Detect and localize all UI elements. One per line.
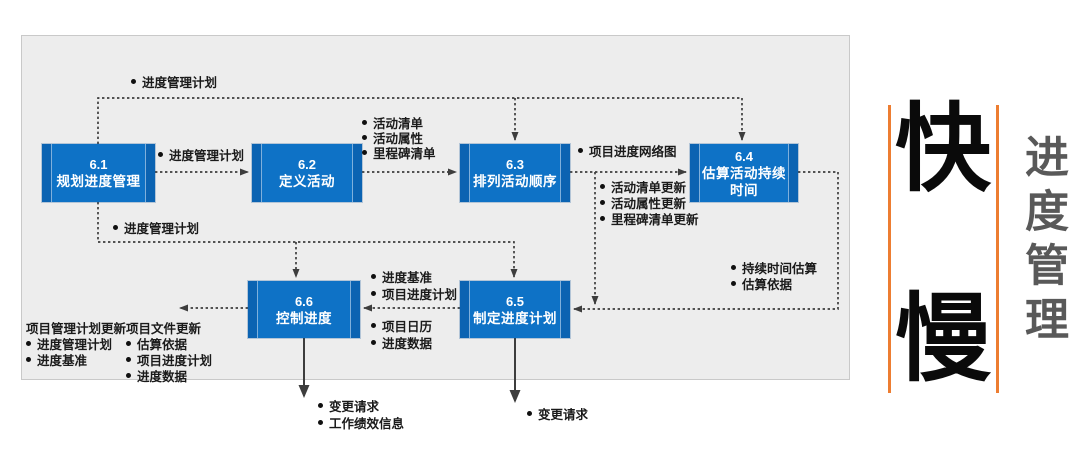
label-heading: 项目文件更新	[126, 321, 202, 336]
vertical-section-title: 进度管理	[1018, 134, 1067, 350]
process-box-develop-schedule: 6.5 制定进度计划	[460, 281, 570, 338]
process-box-define-activities: 6.2 定义活动	[252, 144, 362, 202]
box-left-band	[690, 144, 700, 202]
fast-character: 快	[895, 96, 991, 203]
process-title: 制定进度计划	[473, 310, 557, 326]
box-right-band	[352, 144, 362, 202]
box-right-band	[560, 144, 570, 202]
process-number: 6.6	[294, 293, 314, 309]
label-schedule-to-control-top: 进度基准 项目进度计划	[371, 268, 457, 302]
process-title: 定义活动	[279, 174, 335, 189]
label-plan-output-lower: 进度管理计划	[113, 220, 199, 236]
label-control-outputs: 变更请求 工作绩效信息	[318, 397, 404, 431]
label-define-outputs: 活动清单 活动属性 里程碑清单	[362, 115, 436, 161]
box-left-band	[460, 281, 470, 338]
box-right-band	[560, 281, 570, 338]
process-number: 6.3	[505, 157, 525, 172]
box-left-band	[252, 144, 262, 202]
process-number: 6.1	[89, 157, 108, 172]
label-plan-output-top: 进度管理计划	[131, 74, 217, 90]
process-title: 控制进度	[276, 310, 332, 326]
label-heading: 项目管理计划更新	[26, 321, 127, 336]
label-sequence-updates: 活动清单更新 活动属性更新 里程碑清单更新	[600, 178, 699, 227]
process-box-plan-schedule-management: 6.1 规划进度管理	[42, 144, 155, 202]
process-number: 6.4	[734, 148, 754, 164]
label-pm-plan-updates: 项目管理计划更新 进度管理计划 进度基准	[26, 319, 127, 368]
label-project-doc-updates: 项目文件更新 估算依据 项目进度计划 进度数据	[126, 319, 212, 384]
box-right-band	[350, 281, 360, 338]
process-number: 6.2	[297, 157, 317, 172]
process-number: 6.5	[505, 293, 525, 309]
accent-line-right	[996, 105, 999, 393]
process-title: 规划进度管理	[56, 174, 141, 189]
process-title: 估算活动持续时间	[702, 165, 786, 198]
process-box-control-schedule: 6.6 控制进度	[248, 281, 360, 338]
box-right-band	[788, 144, 798, 202]
box-left-band	[460, 144, 470, 202]
box-left-band	[248, 281, 258, 338]
label-sequence-output: 项目进度网络图	[578, 143, 677, 159]
label-schedule-change-request: 变更请求	[527, 405, 588, 422]
box-right-band	[145, 144, 155, 202]
accent-line-left	[888, 105, 891, 393]
process-box-estimate-durations: 6.4 估算活动持续时间	[690, 144, 798, 202]
process-title: 排列活动顺序	[473, 174, 557, 189]
slow-character: 慢	[895, 286, 991, 393]
label-duration-outputs: 持续时间估算 估算依据	[731, 259, 817, 292]
process-box-sequence-activities: 6.3 排列活动顺序	[460, 144, 570, 202]
label-plan-to-define: 进度管理计划	[158, 147, 244, 163]
label-schedule-to-control-bottom: 项目日历 进度数据	[371, 317, 432, 351]
box-left-band	[42, 144, 52, 202]
